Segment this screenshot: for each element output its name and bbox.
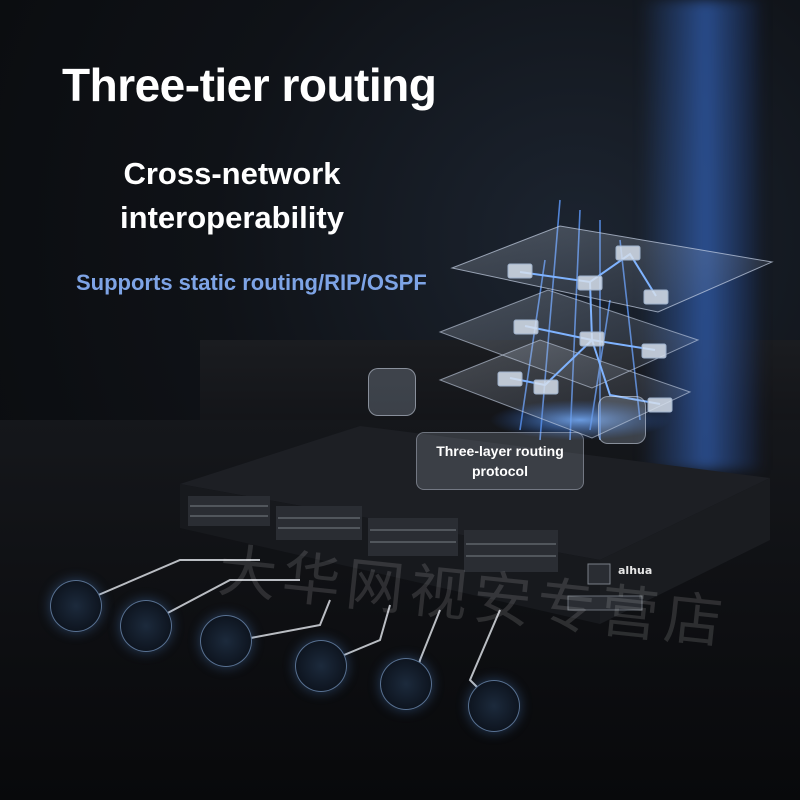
cloud-routing-icon xyxy=(368,368,416,416)
switch-arrows-icon xyxy=(598,396,646,444)
callout-line-1: Three-layer routing xyxy=(436,443,564,459)
desktop-icon xyxy=(200,615,252,667)
headline: Three-tier routing xyxy=(62,59,437,111)
phone-icon xyxy=(380,658,432,710)
route-nodes xyxy=(497,245,673,413)
subheadline: Cross-network interoperability xyxy=(0,152,464,240)
feature-line: Supports static routing/RIP/OSPF xyxy=(76,270,427,295)
routing-plate-top xyxy=(450,225,774,313)
subheadline-line-1: Cross-network xyxy=(123,156,341,191)
routing-plate-middle xyxy=(438,289,700,389)
rj45-ports xyxy=(188,496,558,572)
subheadline-line-2: interoperability xyxy=(120,200,344,235)
brand-logo: alhua xyxy=(618,564,652,577)
camera-icon xyxy=(50,580,102,632)
laptop-icon xyxy=(468,680,520,732)
nvr-icon xyxy=(120,600,172,652)
routing-protocol-callout: Three-layer routing protocol xyxy=(416,432,584,490)
network-switch xyxy=(180,426,770,624)
router-icon xyxy=(295,640,347,692)
callout-line-2: protocol xyxy=(472,463,528,479)
